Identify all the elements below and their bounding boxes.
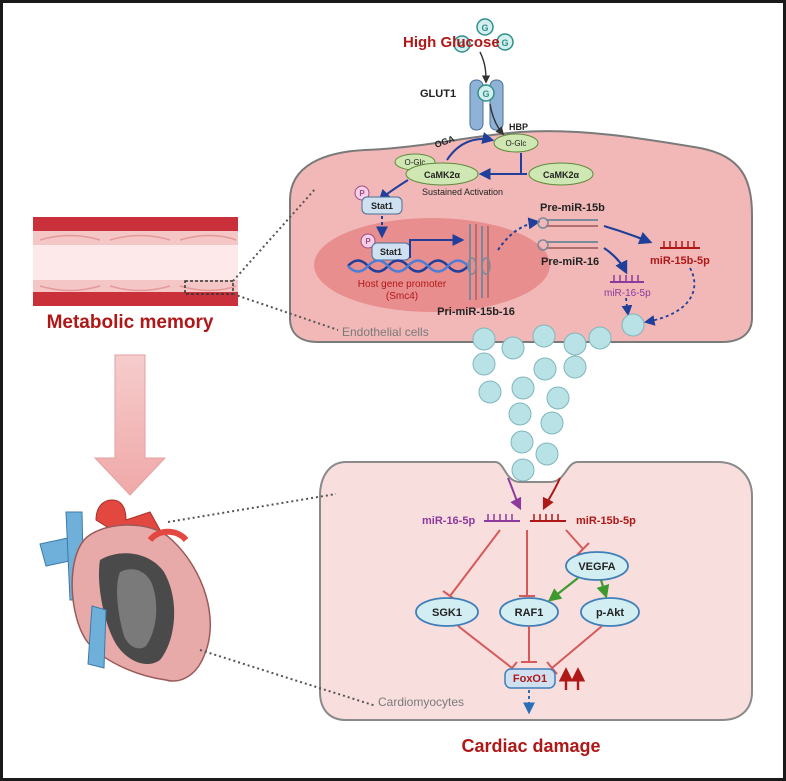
phospho-label-2: P xyxy=(365,237,371,246)
pre15b-to-mature-arrow xyxy=(603,224,653,245)
red-uptake-arrow xyxy=(542,477,561,511)
glucose-label-1: G xyxy=(458,40,465,50)
sustained-activation-label: Sustained Activation xyxy=(422,187,503,197)
glucose-entry-arrow xyxy=(479,51,491,84)
pri-mir-hairpins xyxy=(467,224,491,300)
mir-inhibition-edges xyxy=(442,529,590,602)
pre16-to-mature-arrow xyxy=(603,247,628,275)
glucose-label-4: G xyxy=(482,89,489,99)
foxo1-node xyxy=(504,668,556,689)
mir15b-top-label: miR-15b-5p xyxy=(650,255,710,267)
stat1-nuclear-label: Stat1 xyxy=(380,247,402,257)
metabolic-memory-label: Metabolic memory xyxy=(47,312,214,333)
phospho-label-1: P xyxy=(359,189,365,198)
pakt-label: p-Akt xyxy=(596,607,624,619)
purple-uptake-arrow xyxy=(507,477,522,511)
sgk1-node xyxy=(415,597,479,627)
mir16-top-label: miR-16-5p xyxy=(604,288,651,299)
heart-zoom-line-bottom xyxy=(199,649,377,707)
raf1-label: RAF1 xyxy=(515,607,544,619)
endothelial-cells-label: Endothelial cells xyxy=(342,325,429,339)
phospho-circle-2 xyxy=(360,233,376,249)
pakt-node xyxy=(580,597,640,627)
o-glc-hbp-label: O-Glc xyxy=(506,139,527,148)
camk2a-left-node xyxy=(405,162,479,186)
transcription-start-arrow xyxy=(409,234,465,258)
pri-mir-label: Pri-miR-15b-16 xyxy=(437,306,515,318)
camk2a-right-node xyxy=(528,162,594,186)
pre-mir-16-hairpin xyxy=(537,239,598,251)
foxo1-label: FoxO1 xyxy=(513,673,547,685)
mir16-strand-bottom xyxy=(484,514,520,522)
pre-mir-16-label: Pre-miR-16 xyxy=(541,256,599,268)
vegfa-label: VEGFA xyxy=(578,561,615,573)
vegfa-to-raf1-arrow xyxy=(547,577,579,602)
dna-helix xyxy=(347,259,469,273)
mir15b-to-vesicle-arrow xyxy=(643,267,696,326)
glucose-to-hbp-arrow xyxy=(489,103,505,136)
vessel-zoom-line-bottom xyxy=(232,293,339,331)
high-glucose-label: High Glucose xyxy=(403,34,500,51)
vessel-zoom-line-top xyxy=(232,187,317,282)
blood-vessel xyxy=(33,217,238,306)
vegfa-to-pakt-arrow xyxy=(596,579,610,599)
sgk1-label: SGK1 xyxy=(432,607,462,619)
camk2a-right-label: CaMK2α xyxy=(543,170,580,180)
stat1-upper-node xyxy=(361,196,403,215)
stat1-upper-label: Stat1 xyxy=(371,201,393,211)
progression-arrow xyxy=(93,354,167,496)
camk2a-left-label: CaMK2α xyxy=(424,170,461,180)
mir16-to-vesicle-arrow xyxy=(621,297,633,317)
glucose-label-3: G xyxy=(501,38,508,48)
upregulation-arrows xyxy=(558,667,586,690)
pre-mir-15b-hairpin xyxy=(537,217,598,229)
mir15b-strand-top xyxy=(660,241,700,249)
glut1-label: GLUT1 xyxy=(420,88,456,100)
pre-mir-15b-label: Pre-miR-15b xyxy=(540,202,605,214)
heart-illustration xyxy=(39,499,211,682)
vegfa-node xyxy=(565,551,629,581)
exosome-stream xyxy=(472,324,612,482)
mir15b-strand-bottom xyxy=(530,514,566,522)
smc4-label: (Smc4) xyxy=(386,291,418,302)
o-glc-left-label: O-Glc xyxy=(405,158,426,167)
mir16-bottom-label: miR-16-5p xyxy=(422,515,475,527)
cardiac-damage-label: Cardiac damage xyxy=(461,736,600,756)
cardiomyocyte-body xyxy=(319,461,753,721)
hbp-label: HBP xyxy=(509,122,528,132)
glucose-molecules: G G G G xyxy=(453,18,514,102)
host-gene-promoter-label: Host gene promoter xyxy=(358,279,447,290)
mir15b-bottom-label: miR-15b-5p xyxy=(576,515,636,527)
glucose-label-2: G xyxy=(481,23,488,33)
heart-zoom-line-top xyxy=(167,493,337,523)
cardiomyocytes-label: Cardiomyocytes xyxy=(378,695,464,709)
oga-cycle-arrow xyxy=(446,132,495,161)
vesicle-in-cell xyxy=(621,313,645,337)
mir16-strand-top xyxy=(610,275,644,283)
